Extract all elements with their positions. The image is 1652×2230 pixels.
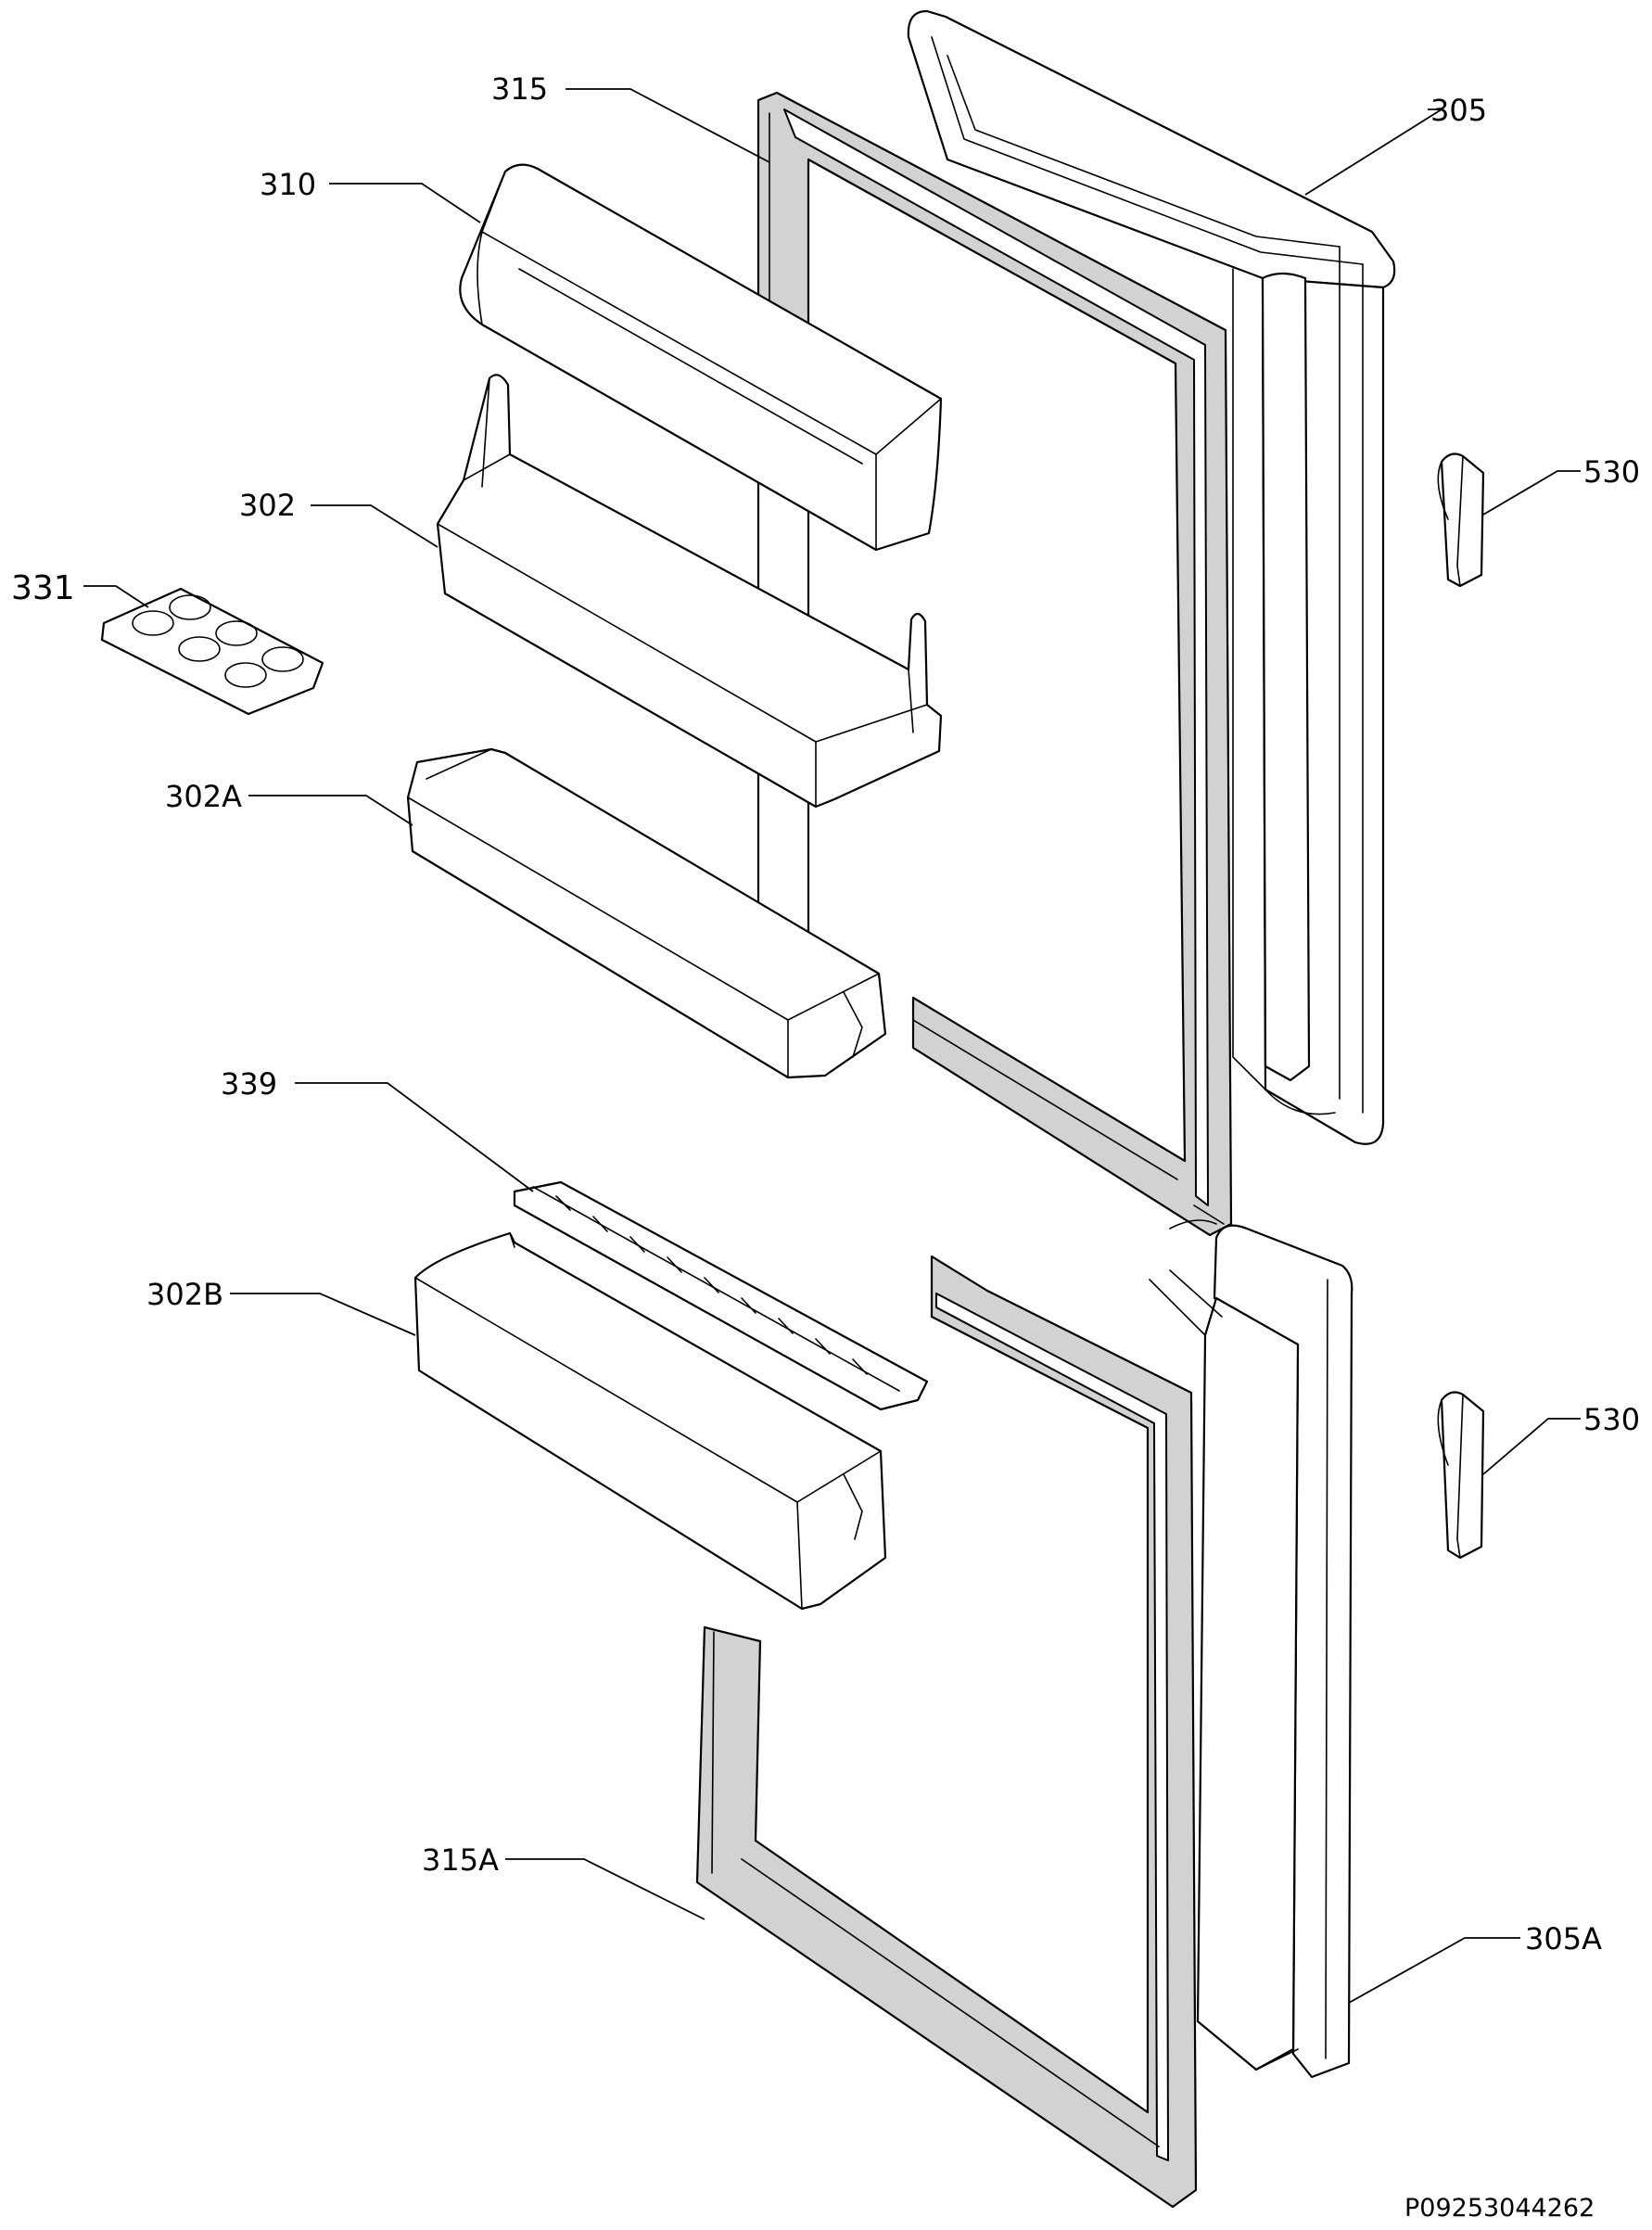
bottle-guard-339 <box>513 1180 929 1411</box>
label-305A: 305A <box>1525 1921 1602 1956</box>
drawing-code: P09253044262 <box>1404 2194 1595 2223</box>
door-shelf-302B <box>413 1231 887 1611</box>
label-310: 310 <box>260 167 316 202</box>
lower-door-gasket <box>695 1255 1198 2209</box>
label-530-top: 530 <box>1583 454 1640 490</box>
door-handle-530-bottom <box>1437 1391 1485 1560</box>
door-handle-530-top <box>1437 452 1485 588</box>
label-305: 305 <box>1430 93 1487 128</box>
label-530-bottom: 530 <box>1583 1402 1640 1437</box>
label-331: 331 <box>11 569 75 607</box>
lower-door-panel <box>1149 1219 1353 2079</box>
label-302B: 302B <box>146 1277 223 1312</box>
label-302: 302 <box>239 488 296 523</box>
dairy-compartment-310 <box>459 163 943 552</box>
leader-lines <box>83 88 1581 2004</box>
door-shelf-302 <box>436 374 943 809</box>
upper-door-panel <box>907 9 1396 1145</box>
label-339: 339 <box>221 1066 277 1102</box>
part-labels: 315 305 310 302 331 530 302A 339 302B 53… <box>11 71 1640 2223</box>
egg-tray-331 <box>100 587 324 716</box>
label-302A: 302A <box>165 779 242 814</box>
label-315: 315 <box>491 71 548 107</box>
label-315A: 315A <box>422 1842 499 1878</box>
